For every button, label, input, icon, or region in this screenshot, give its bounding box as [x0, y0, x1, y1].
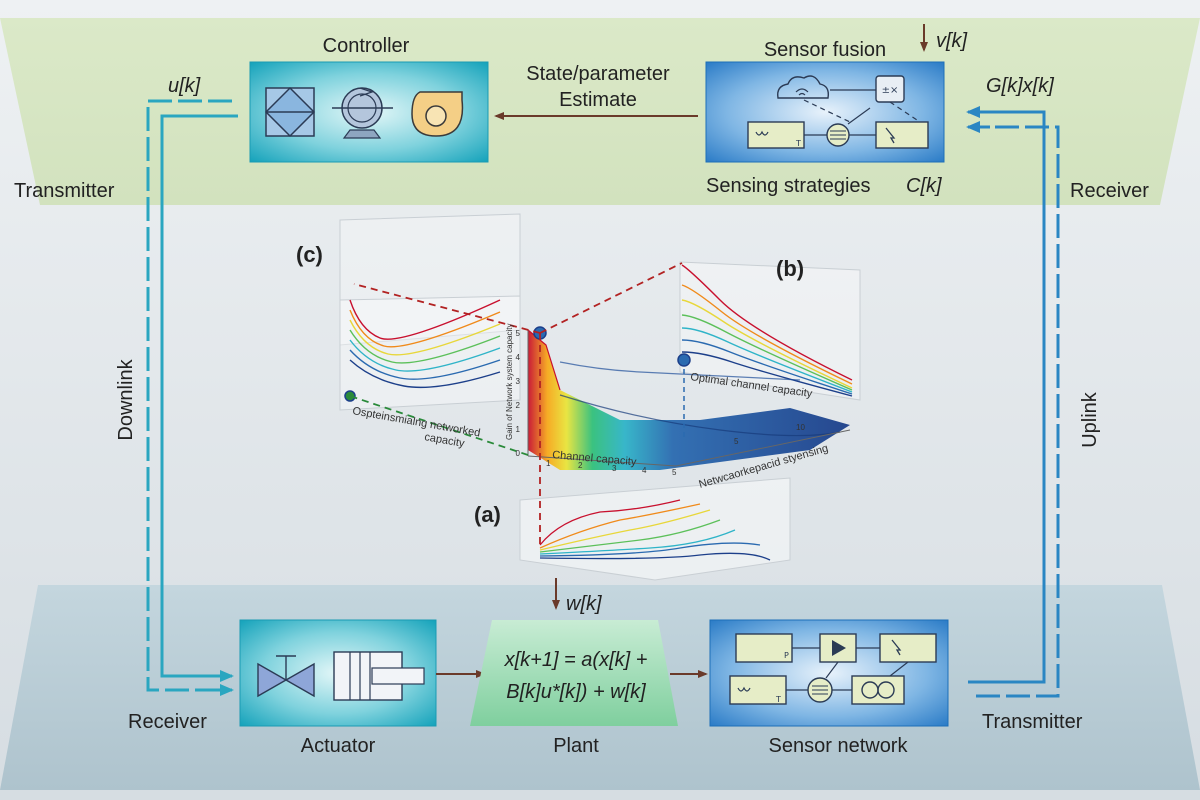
transmitter-left-label: Transmitter — [14, 180, 115, 202]
svg-text:3: 3 — [516, 377, 521, 386]
sensing-strategies-label: Sensing strategies — [706, 175, 871, 197]
svg-text:2: 2 — [578, 461, 583, 470]
actuator-label: Actuator — [301, 735, 376, 757]
fan-icon — [826, 123, 850, 147]
sensor-fusion-box: ±× T — [705, 61, 945, 163]
valve-icon — [257, 655, 315, 698]
projection-lines — [349, 262, 685, 545]
pump-icon — [332, 87, 393, 139]
svg-text:4: 4 — [642, 466, 647, 475]
calculator-icon: ±× — [875, 75, 905, 103]
gkxk-label: G[k]x[k] — [986, 75, 1054, 97]
svg-text:0: 0 — [516, 449, 521, 458]
plant-label: Plant — [553, 735, 599, 757]
svg-text:3: 3 — [612, 464, 617, 473]
svg-text:4: 4 — [516, 353, 521, 362]
x-ticks: 1 2 3 4 5 — [546, 459, 677, 477]
uplink-label: Uplink — [1079, 391, 1101, 448]
controller-box — [249, 61, 489, 163]
receiver-left-label: Receiver — [128, 711, 207, 733]
estimate-label-line2: Estimate — [559, 89, 637, 111]
panel-c-plane — [339, 295, 521, 411]
v-label: v[k] — [936, 30, 968, 52]
panel-a-label: (a) — [474, 502, 501, 527]
player-icon — [819, 633, 857, 663]
svg-text:1: 1 — [546, 459, 551, 468]
plant-equation-line1: x[k+1] = a(x[k] + — [504, 649, 648, 671]
hydraulic-cylinder-icon — [333, 651, 425, 701]
x-axis-line — [527, 455, 677, 467]
estimate-label-line1: State/parameter — [526, 63, 670, 85]
svg-text:2: 2 — [516, 401, 521, 410]
downlink-label: Downlink — [115, 358, 137, 440]
svg-text:5: 5 — [734, 437, 739, 446]
y-ticks: 5 10 — [734, 423, 805, 446]
twin-circle-icon — [851, 675, 905, 705]
svg-text:±×: ±× — [882, 85, 899, 96]
sensor-network-box: P T — [709, 619, 949, 727]
computer-icon: T — [729, 675, 787, 705]
receiver-right-label: Receiver — [1070, 180, 1149, 202]
sensor-network-label: Sensor network — [769, 735, 909, 757]
main-surface — [527, 329, 850, 470]
panel-c-curves — [349, 299, 501, 389]
svg-text:T: T — [795, 139, 801, 148]
actuator-box — [239, 619, 437, 727]
transmitter-right-label: Transmitter — [982, 711, 1083, 733]
panel-a-contours — [539, 499, 771, 561]
w-label: w[k] — [566, 593, 602, 615]
plant-block: x[k+1] = a(x[k] + B[k]u*[k]) + w[k] — [470, 620, 678, 726]
panel-b-curves — [681, 264, 853, 397]
z-axis-label: Gain of Network system capacity — [505, 324, 514, 440]
computer-icon — [735, 633, 793, 663]
c-label: C[k] — [906, 175, 942, 197]
panel-b-label: (b) — [776, 256, 804, 281]
y-axis-line — [675, 429, 851, 467]
cloud-icon — [777, 75, 830, 99]
z-ticks: 0 1 2 3 4 5 — [516, 329, 521, 458]
svg-text:T: T — [775, 695, 781, 704]
cursor-icon — [879, 633, 937, 663]
panel-c-marker — [344, 390, 356, 402]
cursor-icon — [875, 121, 929, 149]
u-label: u[k] — [168, 75, 201, 97]
svg-text:5: 5 — [516, 329, 521, 338]
downlink-path — [146, 99, 238, 696]
svg-text:P: P — [784, 651, 789, 660]
plant-equation-line2: B[k]u*[k]) + w[k] — [506, 681, 646, 703]
sensor-fusion-title: Sensor fusion — [764, 39, 886, 61]
blower-icon — [411, 91, 464, 137]
svg-text:5: 5 — [672, 468, 677, 477]
fan-icon — [807, 677, 833, 703]
uplink-path — [966, 106, 1060, 698]
panel-c-label: (c) — [296, 242, 323, 267]
svg-text:10: 10 — [796, 423, 805, 432]
level-gauge-icon — [264, 86, 316, 138]
svg-text:1: 1 — [516, 425, 521, 434]
controller-title: Controller — [323, 35, 410, 57]
computer-icon: T — [747, 121, 805, 149]
